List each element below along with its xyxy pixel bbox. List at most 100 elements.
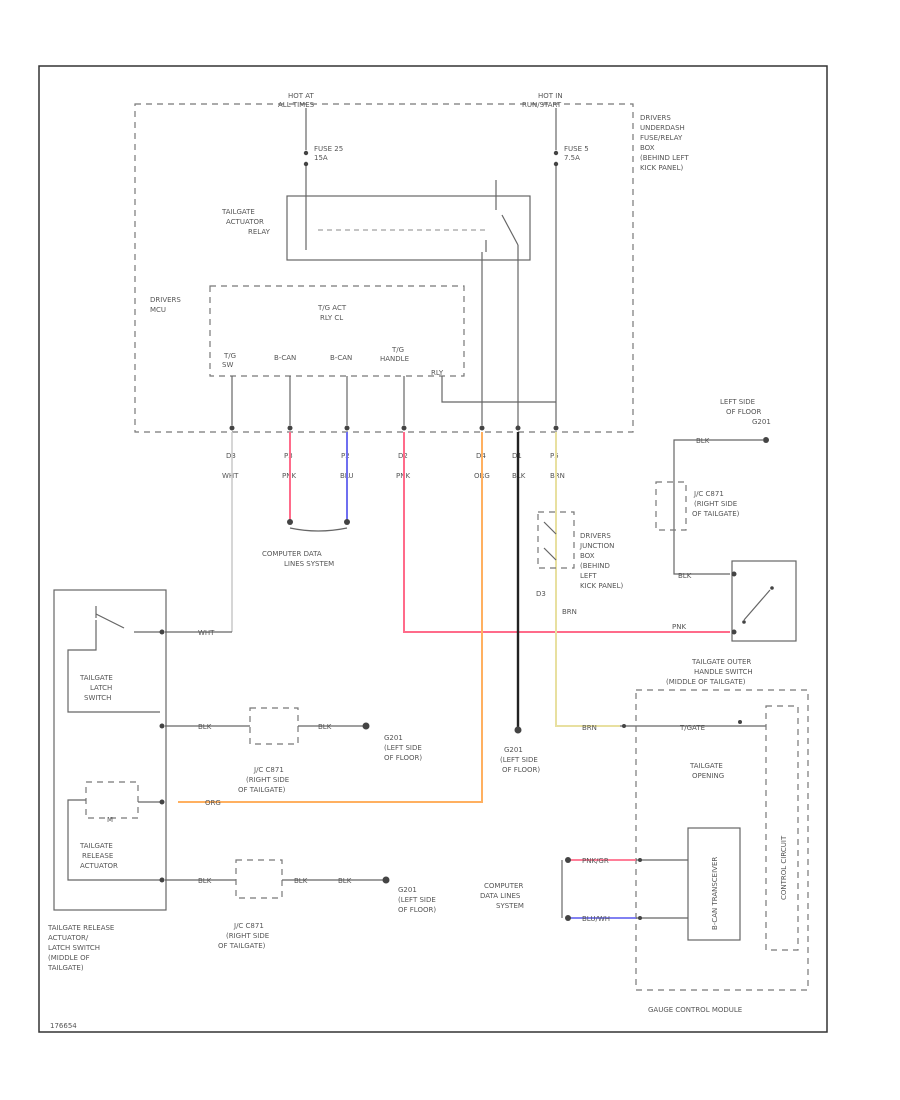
fuse-right-terminal [553,150,559,156]
pnk-gr-label: PNK/GR [582,857,609,865]
svg-text:P3: P3 [284,452,293,460]
ground-terminal [514,726,522,734]
data-line-terminal [565,857,571,863]
blu-wh-label: BLU/WH [582,915,610,923]
jc-latch-box [249,707,299,745]
blk-upper-label: BLK [696,437,710,445]
release-motor-box [85,781,139,819]
g201-right-ground [763,437,769,443]
fuse-left-label: FUSE 25 15A [314,145,345,162]
release-terminal [159,799,165,805]
wht-wire-label: WHT [198,629,215,637]
latch-ground-terminal [159,723,165,729]
jb-connector [543,547,557,561]
drivers-junction-box [537,511,575,569]
release-actuator-label: TAILGATE RELEASE ACTUATOR [79,842,118,870]
bcan-transceiver-label: B-CAN TRANSCEIVER [711,857,719,930]
blk-mid-label: BLK [678,572,692,580]
org-wire-label: ORG [205,799,221,807]
control-circuit-box [765,705,799,951]
outer-handle-contact [742,620,746,624]
actuator-relay-box [286,195,531,261]
wire-pnk-d2 [403,432,730,633]
comp-data-lower-label: COMPUTER DATA LINES SYSTEM [480,882,526,910]
outer-handle-terminal [731,571,737,577]
fuse-left-terminal [303,161,309,167]
release-g201-ground [382,876,390,884]
comp-data-label: COMPUTER DATA LINES SYSTEM [262,550,334,568]
fuse-relay-box [134,103,634,433]
mcu-pin-rly: RLY [431,369,444,377]
release-group-box [53,589,167,911]
jc-latch-label: J/C C871 (RIGHT SIDE OF TAILGATE) [238,766,291,794]
g201-center-label: G201 (LEFT SIDE OF FLOOR) [500,746,540,774]
footer-code: 176654 [50,1022,77,1030]
bcan-transceiver-box [687,827,741,941]
svg-text:D2: D2 [398,452,408,460]
svg-text:P2: P2 [341,452,350,460]
drivers-mcu-label: DRIVERS MCU [150,296,183,314]
mcu-pin-tg-handle: T/G HANDLE [380,346,409,363]
hot-at-all-times-label: HOT AT ALL TIMES [278,92,316,109]
mcu-pin-tg-label: T/G SW [222,352,238,369]
svg-text:WHT: WHT [222,472,239,480]
latch-switch-label: TAILGATE LATCH SWITCH [79,674,115,702]
pnk-wire-label: PNK [672,623,686,631]
wire-org-d4 [178,432,483,803]
wire-brn-p5 [555,432,620,727]
jc-release-box [235,859,283,899]
g201-latch-label: G201 (LEFT SIDE OF FLOOR) [384,734,424,762]
mcu-pin-bcan-2: B-CAN [330,354,352,362]
bcan-terminal [638,858,642,862]
left-floor-g201-label: LEFT SIDE OF FLOOR G201 [720,398,771,426]
pin-labels: D3 WHT P3 PNK P2 BLU D2 PNK D4 ORG D1 BL… [222,452,565,480]
connector-markers [229,425,559,431]
jc-right-top-label: J/C C871 (RIGHT SIDE OF TAILGATE) [692,490,740,518]
jb-pin-label: D3 [536,590,546,598]
blk-release2-label: BLK [294,877,308,885]
gauge-module-label: GAUGE CONTROL MODULE [648,1006,742,1014]
comp-data-bracket [289,527,348,532]
comp-data-terminal [344,519,350,525]
actuator-relay-label: TAILGATE ACTUATOR RELAY [221,208,271,236]
gauge-control-module-box [635,689,809,991]
release-group-label: TAILGATE RELEASE ACTUATOR/ LATCH SWITCH … [47,924,117,972]
fuse-right-label: FUSE 5 7.5A [564,145,591,162]
mcu-pin-bcan-1: B-CAN [274,354,296,362]
jc-release-label: J/C C871 (RIGHT SIDE OF TAILGATE) [218,922,271,950]
g201-release-label: G201 (LEFT SIDE OF FLOOR) [398,886,438,914]
outer-handle-switch-arm [743,589,771,621]
blk-release3-label: BLK [338,877,352,885]
release-ground-terminal [159,877,165,883]
latch-switch-arm [95,613,125,629]
release-actuator-frame [67,799,160,881]
drivers-mcu-box [209,285,465,377]
outer-handle-switch-box [731,560,797,642]
tgate-inner-terminal [738,720,742,724]
blk-latch2-label: BLK [318,723,332,731]
latch-g201-ground [362,722,370,730]
tailgate-opening-label: TAILGATE OPENING [689,762,725,780]
fuse-box-label: DRIVERS UNDERDASH FUSE/RELAY BOX (BEHIND… [640,114,691,172]
bcan-terminal [638,916,642,920]
jc-right-box [655,481,687,531]
brn-lower-label: BRN [582,724,597,732]
jb-connector [543,521,557,535]
svg-text:BRN: BRN [550,472,565,480]
diagram-frame [38,65,828,1033]
blk-release-label: BLK [198,877,212,885]
blk-ground-wire-right [673,439,764,575]
svg-text:P5: P5 [550,452,559,460]
svg-text:D3: D3 [226,452,236,460]
outer-handle-contact [770,586,774,590]
tgate-signal-label: T/GATE [679,724,705,732]
data-line-terminal [565,915,571,921]
blk-latch-label: BLK [198,723,212,731]
outer-handle-terminal [731,629,737,635]
mcu-relay-control-label: T/G ACT RLY CL [317,304,348,322]
mcu-rly-wire [441,376,556,403]
relay-switch-arm [501,214,519,246]
tgate-terminal [622,724,626,728]
drivers-jb-label: DRIVERS JUNCTION BOX (BEHIND LEFT KICK P… [579,532,623,590]
